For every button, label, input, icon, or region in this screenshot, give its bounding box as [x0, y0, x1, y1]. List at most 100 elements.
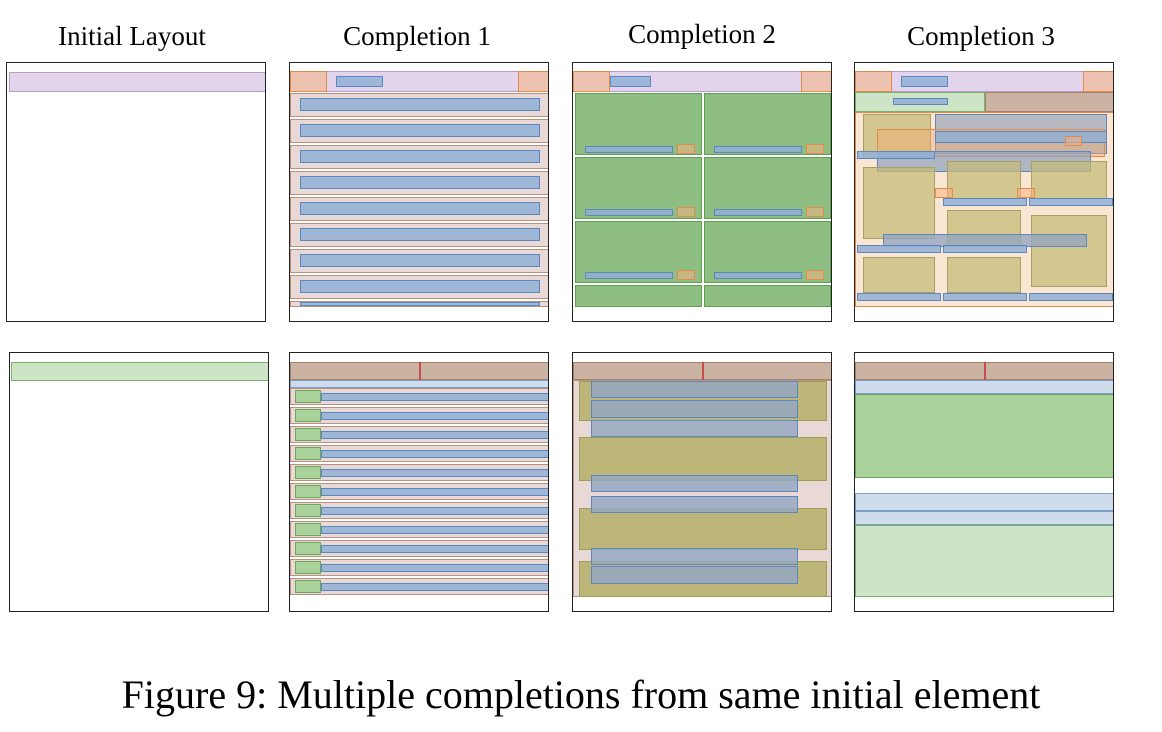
grid-caption: [943, 293, 1027, 301]
grid-card: [1031, 215, 1107, 287]
grid-card: [947, 161, 1021, 199]
list-row-text: [321, 393, 548, 401]
list-row-text: [300, 302, 540, 306]
header-left-block: [855, 71, 892, 92]
card-text: [714, 209, 802, 216]
list-row-text: [321, 564, 548, 572]
list-row-text: [300, 280, 540, 293]
column-title-initial-layout: Initial Layout: [58, 21, 206, 51]
row2-completion-1-panel: [289, 352, 549, 612]
section-text: [591, 381, 798, 398]
list-row-text: [321, 488, 548, 496]
list-row-text: [300, 228, 540, 241]
row1-initial-layout-panel: [6, 62, 266, 322]
header-title-block: [901, 76, 948, 87]
grid-card: [1031, 161, 1107, 199]
section-text: [591, 475, 798, 492]
overlay-text: [935, 131, 1107, 143]
column-title-completion-1: Completion 1: [343, 21, 491, 51]
content-block: [855, 525, 1113, 597]
list-thumbnail: [295, 390, 321, 403]
list-thumbnail: [295, 447, 321, 460]
grid-caption: [1029, 198, 1113, 206]
section-text: [591, 496, 798, 513]
list-row-text: [300, 176, 540, 189]
header-right-block: [801, 71, 831, 92]
grid-badge: [935, 188, 953, 198]
overlay-badge: [1065, 136, 1082, 146]
list-row-text: [321, 469, 548, 477]
card: [575, 285, 702, 307]
tab-divider: [419, 362, 421, 380]
grid-caption: [943, 198, 1027, 206]
initial-header-element: [11, 362, 268, 381]
header-right-block: [1083, 71, 1113, 92]
row1-completion-2-panel: [572, 62, 832, 322]
list-thumbnail: [295, 409, 321, 422]
card-text: [714, 272, 802, 279]
list-thumbnail: [295, 561, 321, 574]
card-text: [585, 272, 673, 279]
list-row-text: [300, 254, 540, 267]
grid-caption: [943, 245, 1027, 253]
list-row-text: [321, 583, 548, 591]
card: [704, 285, 831, 307]
sub-header-text: [893, 98, 948, 105]
section-card: [579, 508, 827, 550]
header-title-block: [610, 76, 651, 87]
list-row-text: [300, 202, 540, 215]
list-row-text: [321, 545, 548, 553]
row2-completion-3-panel: [854, 352, 1114, 612]
column-title-completion-3: Completion 3: [907, 21, 1055, 51]
tab-divider: [984, 362, 986, 380]
section-header: [855, 493, 1113, 511]
grid-caption: [1029, 293, 1113, 301]
row1-completion-3-panel: [854, 62, 1114, 322]
grid-card: [947, 257, 1021, 293]
header-left-block: [573, 71, 610, 92]
list-row-text: [300, 124, 540, 137]
grid-caption: [857, 245, 941, 253]
list-thumbnail: [295, 523, 321, 536]
list-thumbnail: [295, 428, 321, 441]
header-bar: [290, 71, 548, 92]
tab-divider: [702, 362, 704, 380]
list-row-text: [300, 150, 540, 163]
section-text: [591, 420, 798, 437]
section-header: [855, 511, 1113, 525]
card-action: [806, 270, 824, 280]
list-row-text: [321, 412, 548, 420]
card-action: [677, 270, 695, 280]
grid-badge: [1017, 188, 1035, 198]
header-left-block: [290, 71, 327, 92]
card-action: [677, 144, 695, 154]
card-action: [806, 207, 824, 217]
list-row-text: [321, 526, 548, 534]
hero-block: [855, 394, 1113, 478]
grid-card: [863, 167, 935, 239]
section-text: [591, 548, 798, 565]
card-action: [677, 207, 695, 217]
grid-caption: [857, 293, 941, 301]
list-thumbnail: [295, 542, 321, 555]
card-text: [714, 146, 802, 153]
list-thumbnail: [295, 485, 321, 498]
card-text: [585, 146, 673, 153]
band-label: [857, 151, 935, 159]
list-thumbnail: [295, 466, 321, 479]
header-title-block: [336, 76, 383, 87]
list-thumbnail: [295, 504, 321, 517]
search-bar: [855, 380, 1113, 394]
list-row-text: [321, 431, 548, 439]
list-row-text: [321, 507, 548, 515]
header-right-block: [518, 71, 548, 92]
section-text: [591, 566, 798, 584]
search-bar: [290, 380, 548, 388]
list-row-text: [300, 98, 540, 111]
figure-caption: Figure 9: Multiple completions from same…: [121, 672, 1041, 717]
grid-card: [863, 257, 935, 293]
card-action: [806, 144, 824, 154]
sub-header-right: [985, 92, 1113, 112]
row1-completion-1-panel: [289, 62, 549, 322]
row2-initial-layout-panel: [9, 352, 269, 612]
